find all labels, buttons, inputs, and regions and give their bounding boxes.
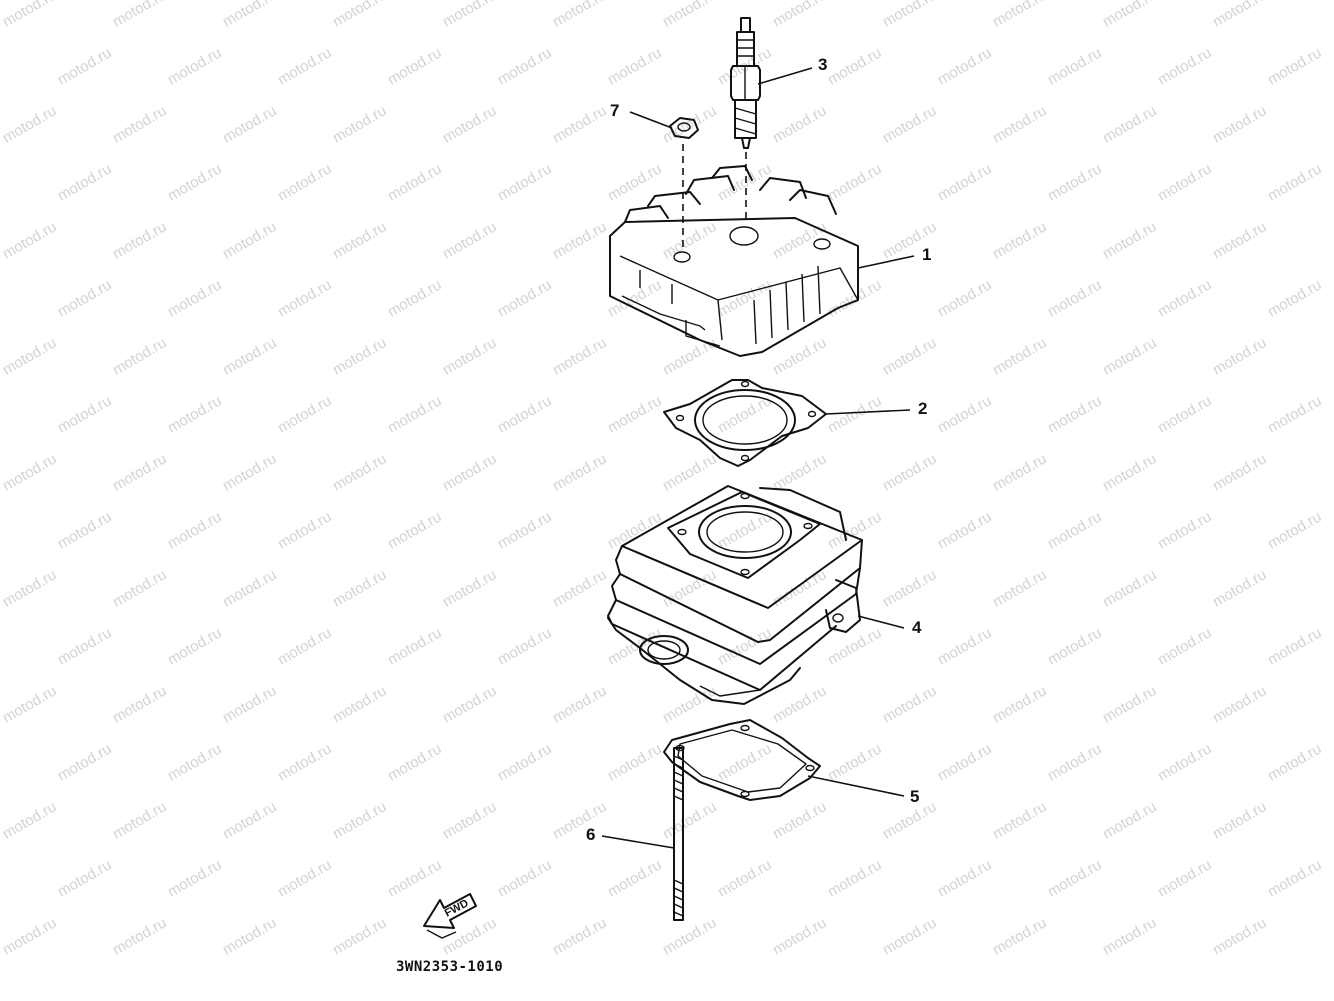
diagram-code: 3WN2353-1010 [396,959,504,975]
callout-4: 4 [912,618,922,637]
callout-7: 7 [610,101,620,120]
callout-2: 2 [918,399,928,418]
spark-plug [730,17,761,149]
nut [669,117,699,139]
cylinder [607,485,863,705]
base-gasket [663,719,821,801]
cylinder-head [609,165,859,357]
callout-6: 6 [586,825,596,844]
leader-lines [601,67,915,849]
stud-bolt [673,747,684,921]
callout-5: 5 [910,787,920,806]
head-gasket [663,379,827,467]
fwd-arrow-icon: FWD [423,893,477,939]
callout-3: 3 [818,55,828,74]
callout-1: 1 [922,245,932,264]
